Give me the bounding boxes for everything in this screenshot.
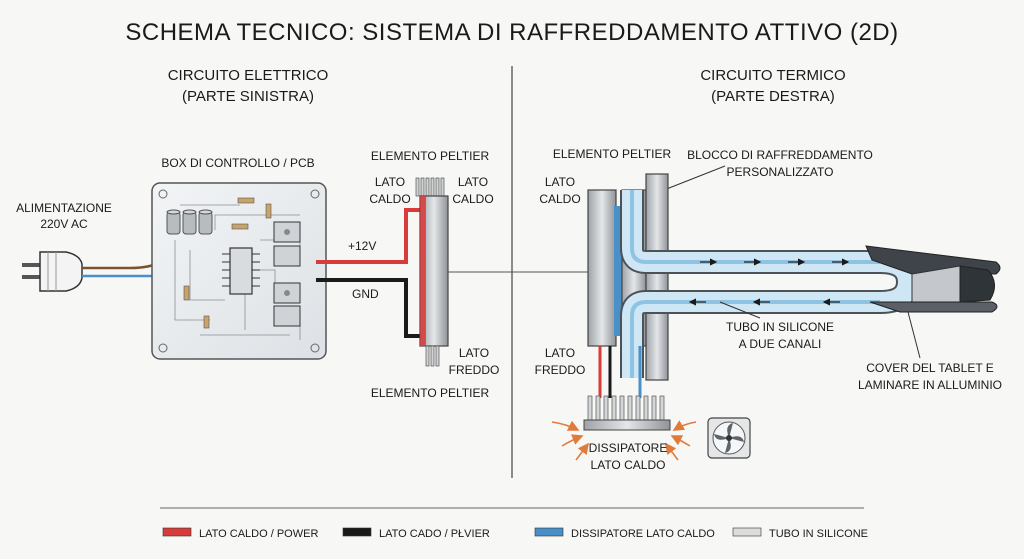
legend-swatch-hot (162, 527, 192, 537)
ic-chip-icon (222, 247, 260, 295)
pcb-label: BOX DI CONTROLLO / PCB (161, 156, 314, 170)
right-hot-side-label-2: CALDO (539, 192, 580, 206)
hot-side-right-label: LATO (458, 175, 488, 189)
cover-label: COVER DEL TABLET E (866, 361, 994, 375)
block-label-2: PERSONALIZZATO (727, 165, 834, 179)
legend-label-hot: LATO CALDO / POWER (199, 528, 318, 540)
legend-label-ground: LATO CADO / PŁVIER (379, 528, 490, 540)
block-leader (663, 165, 726, 191)
right-peltier-label: ELEMENTO PELTIER (553, 147, 672, 161)
hot-side-right-label-2: CALDO (452, 192, 493, 206)
relay-icon (273, 221, 301, 327)
wire-positive-label: +12V (348, 239, 376, 253)
right-section-subtitle: (PARTE DESTRA) (711, 88, 835, 105)
legend-label-tube: TUBO IN SILICONE (769, 528, 868, 540)
pcb-box (151, 182, 327, 360)
wire-positive (316, 208, 420, 264)
legend-label-cool: DISSIPATORE LATO CALDO (571, 528, 715, 540)
legend-swatch-tube (732, 527, 762, 537)
tube-label: TUBO IN SILICONE (726, 320, 834, 334)
peltier-element (415, 177, 449, 367)
right-hot-side-label: LATO (545, 175, 575, 189)
tube-leader (719, 301, 761, 319)
peltier-bottom-label: ELEMENTO PELTIER (371, 386, 490, 400)
legend-swatch-cool (534, 527, 564, 537)
legend-swatch-ground (342, 527, 372, 537)
power-label: ALIMENTAZIONE (16, 201, 112, 215)
wire-ground-label: GND (352, 287, 379, 301)
hot-side-left-label-2: CALDO (369, 192, 410, 206)
cold-side-label-2: FREDDO (449, 363, 500, 377)
right-cold-side-label-2: FREDDO (535, 363, 586, 377)
legend: LATO CALDO / POWER LATO CADO / PŁVIER DI… (162, 527, 868, 540)
hot-side-left-label: LATO (375, 175, 405, 189)
heatsink-label-2: LATO CALDO (591, 458, 666, 472)
tablet-cover (865, 245, 1001, 313)
peltier-top-label: ELEMENTO PELTIER (371, 149, 490, 163)
cover-leader (907, 311, 921, 359)
right-section-title: CIRCUITO TERMICO (700, 67, 845, 84)
fan-icon (707, 417, 751, 459)
left-section-title: CIRCUITO ELETTRICO (168, 67, 329, 84)
cold-side-label: LATO (459, 346, 489, 360)
capacitor-icon (166, 209, 213, 235)
power-plug-icon (22, 251, 83, 292)
tube-label-2: A DUE CANALI (739, 337, 822, 351)
wire-ground (316, 278, 420, 338)
right-cold-side-label: LATO (545, 346, 575, 360)
block-label: BLOCCO DI RAFFREDDAMENTO (687, 148, 873, 162)
page-title: SCHEMA TECNICO: SISTEMA DI RAFFREDDAMENT… (125, 19, 898, 46)
cover-label-2: LAMINARE IN ALLUMINIO (858, 378, 1002, 392)
heatsink-label: DISSIPATORE (589, 441, 668, 455)
heatsink-icon (583, 395, 671, 431)
flow-arrows (688, 258, 850, 306)
left-section-subtitle: (PARTE SINISTRA) (182, 88, 314, 105)
power-label-voltage: 220V AC (40, 217, 88, 231)
heat-flow-arrows (551, 420, 697, 461)
